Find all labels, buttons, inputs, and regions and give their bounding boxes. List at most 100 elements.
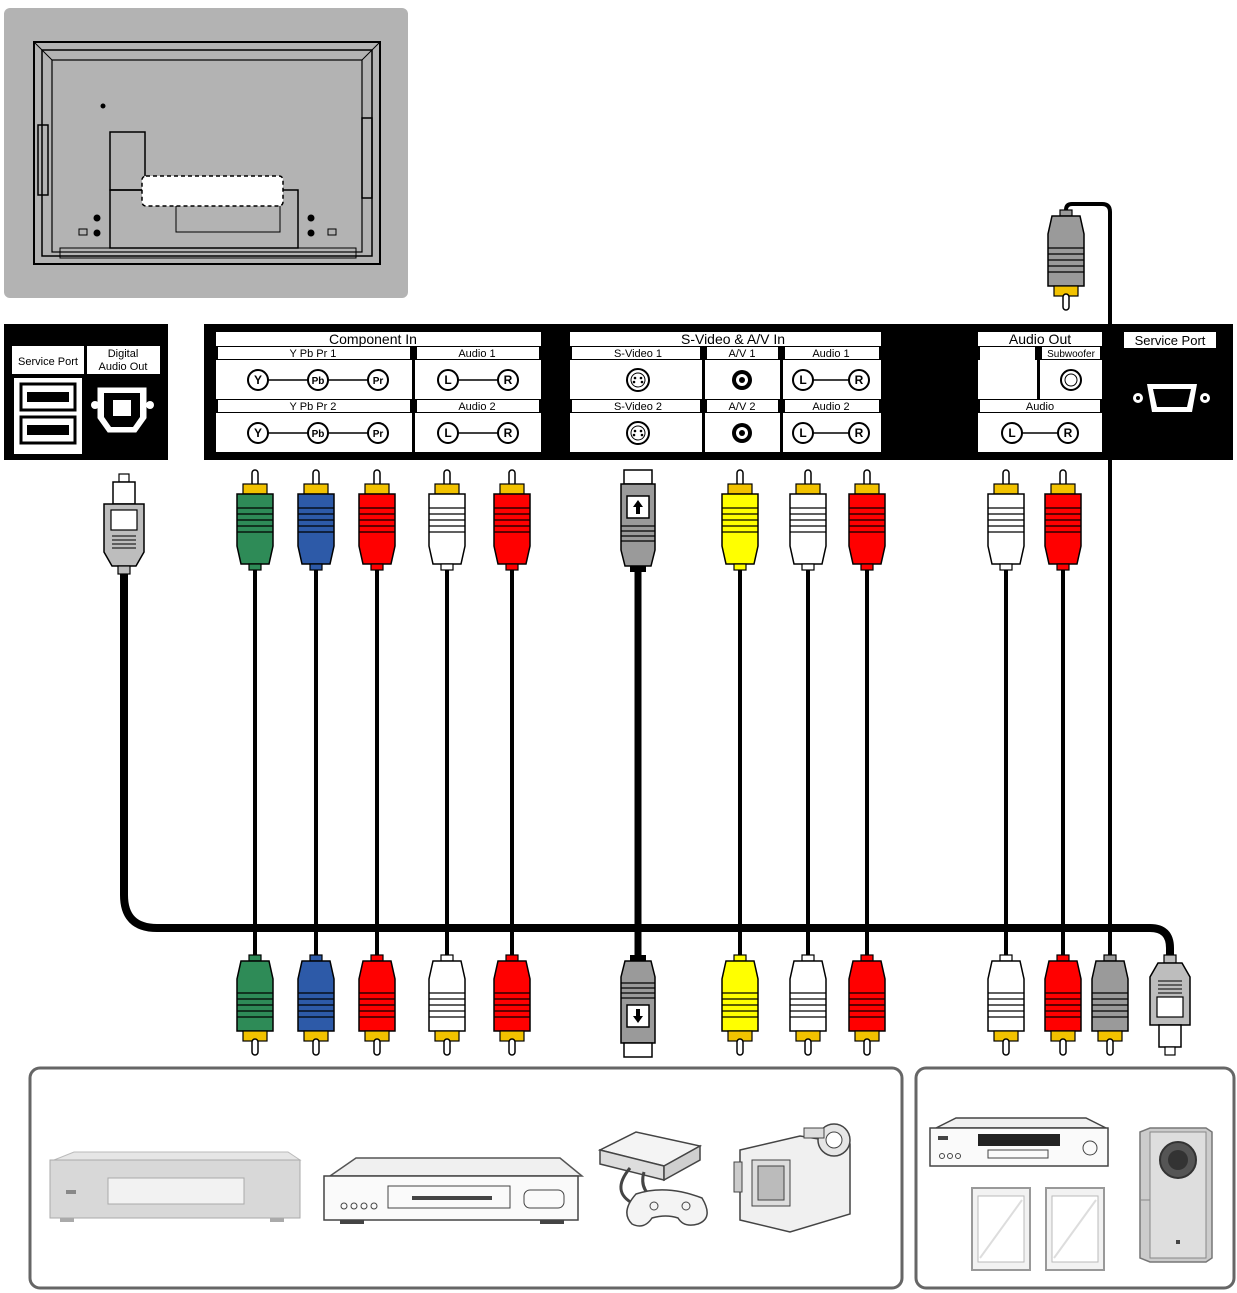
rca-jack-icon-letter: L [1008, 426, 1015, 440]
audio-devices-box [914, 1066, 1236, 1290]
rca-jack-icon: R [497, 369, 519, 391]
rca-jack-icon-letter: Pr [373, 429, 384, 440]
dvd-player-icon [49, 1151, 302, 1222]
rca-plug-icon [848, 469, 886, 571]
left-port-panel: Service Port Digital Audio Out [4, 324, 168, 460]
rca-jack-icon-letter: L [444, 373, 451, 387]
rca-jack-icon: Pb [307, 369, 329, 391]
rca-jack-icon: L [792, 422, 814, 444]
subwoofer-cable-line [1064, 202, 1112, 955]
rca-jack-icon-letter: Pr [373, 376, 384, 387]
rca-plug-icon [428, 469, 466, 571]
svideo-plug-icon [620, 469, 656, 572]
audio-out-title: Audio Out [1009, 331, 1071, 347]
svideo-jack-icon [626, 368, 650, 392]
av1-label: A/V 1 [729, 348, 756, 360]
rca-jack-icon: R [848, 422, 870, 444]
audio-out-audio-label: Audio [1026, 401, 1054, 413]
camcorder-icon [733, 1123, 851, 1233]
audio2-label-component: Audio 2 [458, 401, 495, 413]
rca-plug-icon [297, 954, 335, 1056]
rca-jack-icon: Pb [307, 422, 329, 444]
rca-jack-icon-letter: Pb [312, 376, 325, 387]
optical-plug-icon [103, 473, 145, 575]
svideo-av-title: S-Video & A/V In [681, 331, 785, 347]
ypbpr2-label: Y Pb Pr 2 [290, 401, 337, 413]
rca-plug-icon [789, 954, 827, 1056]
rca-plug-icon [493, 954, 531, 1056]
rca-jack-icon: Pr [367, 422, 389, 444]
service-port-section: Service Port [1122, 332, 1218, 452]
optical-plug-icon [1149, 954, 1191, 1056]
rca-jack-icon-letter: R [504, 373, 513, 387]
rca-jack-icon-letter: R [504, 426, 513, 440]
svideo2-label: S-Video 2 [614, 401, 662, 413]
rca-jack-icon: L [1001, 422, 1023, 444]
rca-jack-icon: R [497, 422, 519, 444]
subwoofer-label: Subwoofer [1047, 349, 1095, 360]
rca-plug-icon [848, 954, 886, 1056]
av2-label: A/V 2 [729, 401, 756, 413]
audio1-label-component: Audio 1 [458, 348, 495, 360]
digital-audio-out-label-1: Digital [108, 348, 139, 360]
optical-cable-line [120, 572, 1174, 955]
rca-jack-icon-letter: R [855, 373, 864, 387]
rca-plug-icon [1091, 954, 1129, 1056]
rca-jack-icon [732, 423, 752, 443]
rca-jack-icon: Y [247, 422, 269, 444]
rca-jack-icon [732, 370, 752, 390]
rca-plug-icon [721, 954, 759, 1056]
component-in-title: Component In [329, 331, 417, 347]
rca-plug-icon [987, 469, 1025, 571]
rca-jack-icon-letter: Y [254, 373, 262, 387]
rca-jack-icon-letter: Y [254, 426, 262, 440]
rca-jack-icon-letter: L [799, 426, 806, 440]
subwoofer-icon [1139, 1127, 1213, 1263]
component-in-section: Component In Y Pb Pr 1 Audio 1 Y Pb Pr 2… [216, 331, 541, 452]
plugs [103, 209, 1191, 1058]
serial-port-icon [1133, 384, 1210, 412]
rca-plug-icon [358, 954, 396, 1056]
svideo-plug-icon [620, 955, 656, 1058]
rca-jack-icon: L [792, 369, 814, 391]
rca-plug-icon [358, 469, 396, 571]
rca-plug-icon [987, 954, 1025, 1056]
rca-plug-icon [236, 954, 274, 1056]
optical-port-icon [87, 378, 160, 454]
rca-jack-icon-letter: Pb [312, 429, 325, 440]
cables [120, 202, 1174, 955]
game-console-icon [597, 1131, 708, 1227]
rca-jack-icon: Pr [367, 369, 389, 391]
rca-plug-icon [297, 469, 335, 571]
svideo1-label: S-Video 1 [614, 348, 662, 360]
rca-plug-icon [493, 469, 531, 571]
rca-plug-icon [236, 469, 274, 571]
rca-plug-icon [1044, 469, 1082, 571]
svideo-jack-icon [626, 421, 650, 445]
tv-rear-icon [4, 8, 408, 298]
rca-jack-icon: R [848, 369, 870, 391]
rca-jack-icon: Y [247, 369, 269, 391]
rca-jack-icon-letter: R [855, 426, 864, 440]
digital-audio-out-label-2: Audio Out [99, 361, 148, 373]
audio1-label-av: Audio 1 [812, 348, 849, 360]
rca-jack-icon-letter: L [799, 373, 806, 387]
left-service-port-label: Service Port [18, 356, 78, 368]
ypbpr1-label: Y Pb Pr 1 [290, 348, 337, 360]
rca-jack-icon: L [437, 422, 459, 444]
av-receiver-icon [929, 1117, 1109, 1167]
speaker-icon [971, 1187, 1031, 1271]
rca-plug-icon [789, 469, 827, 571]
audio2-label-av: Audio 2 [812, 401, 849, 413]
main-port-panel: Component In Y Pb Pr 1 Audio 1 Y Pb Pr 2… [204, 324, 1233, 460]
svideo-av-section: S-Video & A/V In S-Video 1 A/V 1 Audio 1… [570, 331, 881, 452]
rca-jack-icon-letter: R [1064, 426, 1073, 440]
rca-jack-icon [1060, 369, 1082, 391]
usb-port-icon [14, 378, 82, 454]
rca-jack-icon: R [1057, 422, 1079, 444]
rca-plug-icon [1047, 209, 1085, 311]
